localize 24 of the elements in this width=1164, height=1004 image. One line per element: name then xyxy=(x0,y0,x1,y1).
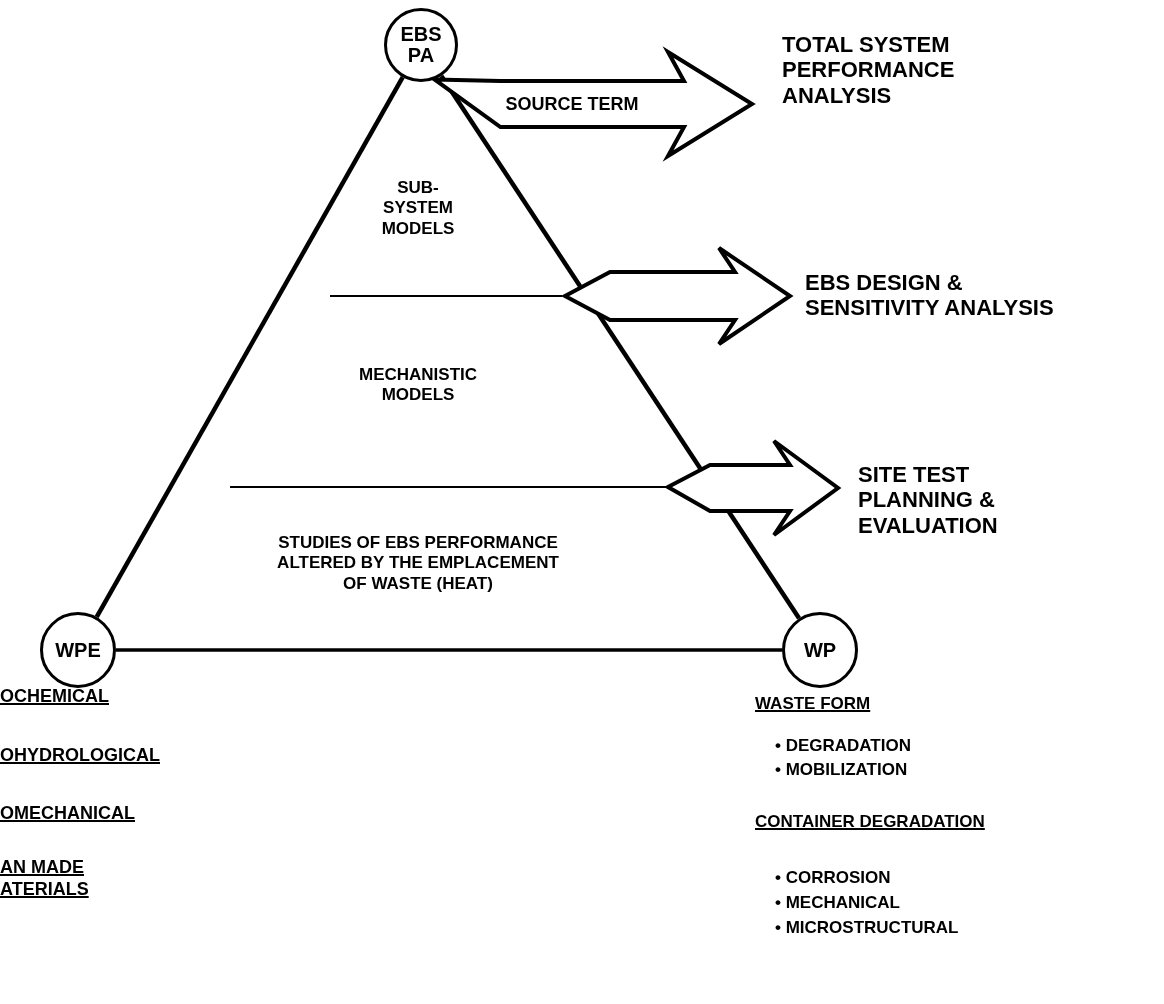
output-heading: EBS DESIGN & SENSITIVITY ANALYSIS xyxy=(805,270,1075,321)
output-heading: SITE TEST PLANNING & EVALUATION xyxy=(858,462,1086,538)
bullet-item: • CORROSION xyxy=(775,868,891,888)
category-heading: AN MADE ATERIALS xyxy=(0,857,90,901)
bullet-item: • MECHANICAL xyxy=(775,893,900,913)
output-heading: TOTAL SYSTEM PERFORMANCE ANALYSIS xyxy=(782,32,1022,108)
band-label: MECHANISTIC MODELS xyxy=(357,365,479,406)
triangle-side-line xyxy=(116,648,782,652)
category-heading: WASTE FORM xyxy=(755,694,871,715)
category-heading: OHYDROLOGICAL xyxy=(0,745,160,767)
category-heading: OCHEMICAL xyxy=(0,686,109,708)
category-heading: CONTAINER DEGRADATION xyxy=(755,812,985,833)
bullet-item: • MOBILIZATION xyxy=(775,760,908,780)
band-label: SUB-SYSTEM MODELS xyxy=(380,178,456,240)
block-arrow xyxy=(663,439,842,537)
triangle-side-line xyxy=(94,76,405,619)
bullet-item: • DEGRADATION xyxy=(775,736,911,756)
node-label: WP xyxy=(802,639,838,661)
category-heading: OMECHANICAL xyxy=(0,803,135,825)
node-label: EBS PA xyxy=(399,24,443,66)
bullet-item: • MICROSTRUCTURAL xyxy=(775,918,959,938)
band-label: STUDIES OF EBS PERFORMANCE ALTERED BY THE EMPLACEMENT OF WASTE (HEAT) xyxy=(276,533,560,595)
block-arrow xyxy=(560,246,794,346)
node-label: WPE xyxy=(54,639,102,661)
